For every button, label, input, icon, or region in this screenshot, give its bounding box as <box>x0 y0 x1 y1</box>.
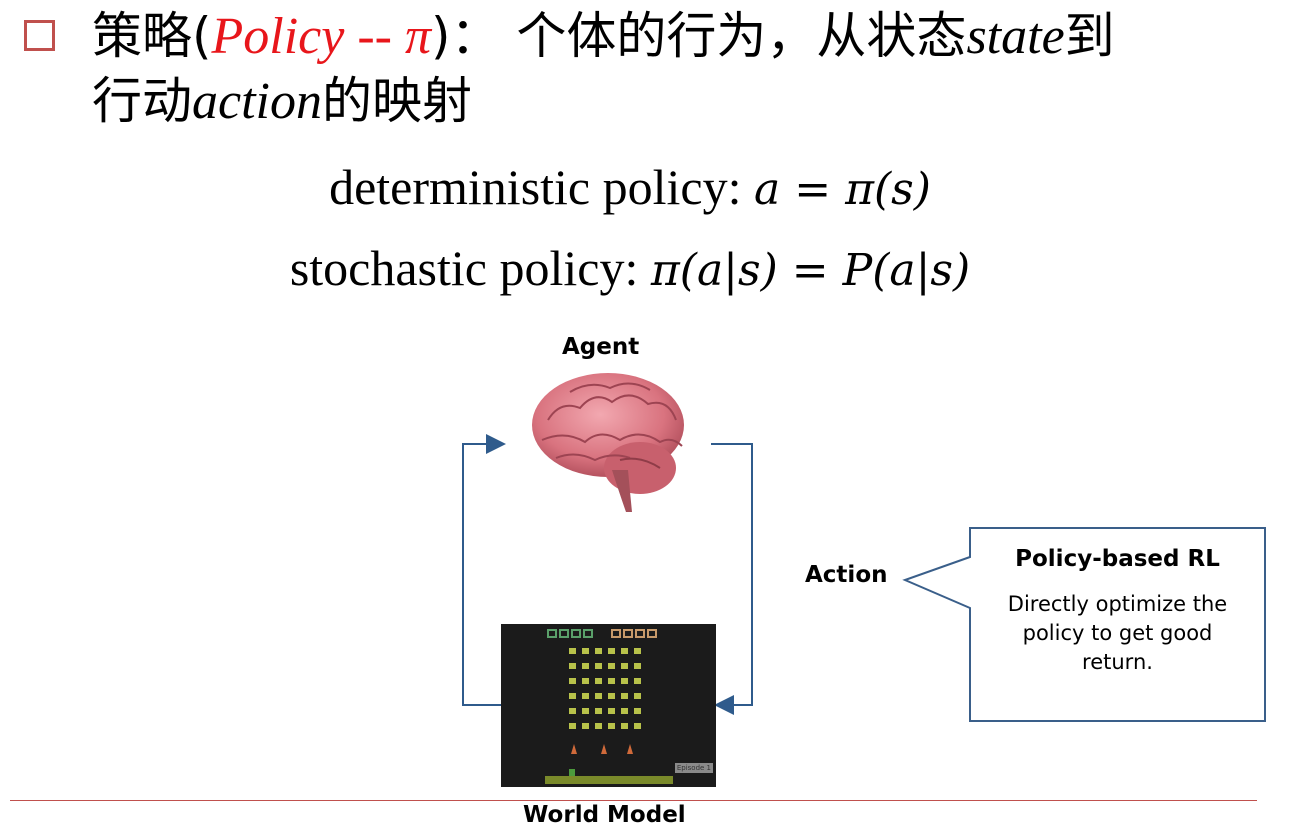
invader-sprite <box>595 708 602 714</box>
brain-icon <box>532 373 684 512</box>
invader-sprite <box>569 723 576 729</box>
callout-body: Directly optimize the policy to get good… <box>985 590 1250 677</box>
invader-sprite <box>608 663 615 669</box>
invader-sprite <box>595 723 602 729</box>
invader-sprite <box>569 708 576 714</box>
invader-sprite <box>621 693 628 699</box>
space-invaders-screenshot: Episode 1 <box>501 624 716 787</box>
world-model-label: World Model <box>523 802 686 828</box>
invader-sprite <box>634 663 641 669</box>
invader-sprite <box>595 693 602 699</box>
invader-sprite <box>634 723 641 729</box>
loop-arrow-left <box>463 444 502 705</box>
invader-sprite <box>569 678 576 684</box>
invader-sprite <box>608 708 615 714</box>
invader-sprite <box>582 723 589 729</box>
invader-sprite <box>608 723 615 729</box>
invader-sprite <box>582 708 589 714</box>
invader-sprite <box>595 648 602 654</box>
invader-sprite <box>569 663 576 669</box>
invader-sprite <box>621 678 628 684</box>
invader-sprite <box>608 693 615 699</box>
invader-sprite <box>582 693 589 699</box>
loop-arrow-right <box>711 444 752 705</box>
invader-sprite <box>569 648 576 654</box>
invader-sprite <box>634 708 641 714</box>
invader-sprite <box>595 663 602 669</box>
invader-sprite <box>582 648 589 654</box>
invader-sprite <box>608 678 615 684</box>
invader-sprite <box>582 663 589 669</box>
invader-sprite <box>634 693 641 699</box>
invader-sprite <box>608 648 615 654</box>
invader-sprite <box>621 663 628 669</box>
episode-tag: Episode 1 <box>675 763 713 773</box>
invader-sprite <box>569 693 576 699</box>
invader-sprite <box>621 723 628 729</box>
invader-sprite <box>634 678 641 684</box>
invader-sprite <box>595 678 602 684</box>
invader-sprite <box>582 678 589 684</box>
invader-sprite <box>621 648 628 654</box>
invader-sprite <box>621 708 628 714</box>
footer-divider <box>10 800 1257 801</box>
agent-label: Agent <box>562 334 639 360</box>
action-label: Action <box>805 562 888 588</box>
invader-sprite <box>634 648 641 654</box>
callout-title: Policy-based RL <box>970 546 1265 572</box>
